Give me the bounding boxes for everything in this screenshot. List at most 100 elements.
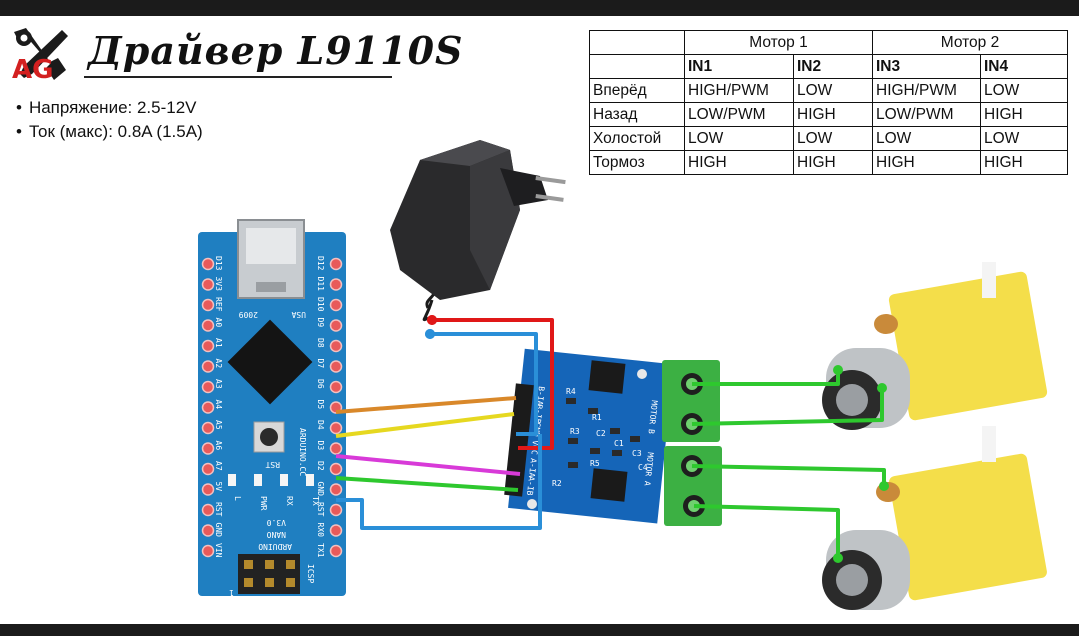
pin-pad — [329, 462, 343, 476]
pin-label: D11 — [316, 277, 325, 292]
pin-label: REF — [214, 297, 223, 312]
row-label: Холостой — [589, 126, 685, 151]
truth-table-corner-2 — [589, 54, 685, 79]
pin-label: A6 — [214, 441, 223, 451]
label-one: 1 — [229, 588, 234, 597]
pin-pad — [329, 319, 343, 332]
pin-pad — [201, 298, 215, 312]
label-led-tx: TX — [311, 496, 320, 506]
table-cell: LOW — [793, 78, 873, 103]
wires — [335, 318, 886, 558]
spec-list: Напряжение: 2.5-12V Ток (макс): 0.8A (1.… — [16, 98, 203, 146]
group-motor-1: Мотор 1 — [684, 30, 873, 55]
motor-2 — [822, 426, 1047, 610]
page-title: Драйвер L9110S — [88, 28, 464, 73]
wire-motor-a-1 — [691, 464, 886, 486]
ag-logo: AG — [12, 28, 68, 84]
table-cell: HIGH — [980, 150, 1068, 175]
pin-pad — [201, 360, 215, 373]
terminal-block-motor-a — [664, 446, 722, 526]
pin-label: A0 — [214, 318, 223, 328]
silk-r5: R5 — [590, 459, 600, 468]
label-led-l: L — [233, 496, 242, 501]
pin-pad — [201, 483, 215, 496]
table-cell: HIGH — [684, 150, 794, 175]
pin-pad — [201, 319, 215, 332]
row-label: Назад — [589, 102, 685, 127]
label-name2: ARDUINO — [258, 542, 292, 551]
row-label: Тормоз — [589, 150, 685, 175]
terminal-block-motor-b — [662, 360, 720, 442]
pin-pad — [201, 257, 215, 271]
pin-pad — [201, 421, 215, 435]
label-version: V3.0 — [267, 518, 286, 527]
silk-c4: C4 — [638, 463, 648, 472]
motor-b-label: MOTOR B — [646, 400, 658, 435]
table-row: Назад LOW/PWM HIGH LOW/PWM HIGH — [589, 102, 1068, 127]
wire-endpoints — [425, 315, 889, 563]
pin-label: TX1 — [316, 543, 325, 558]
silk-c3: C3 — [632, 449, 642, 458]
pin-in2: IN2 — [793, 54, 873, 79]
pin-label: D2 — [316, 461, 325, 471]
silk-r1: R1 — [592, 413, 602, 422]
silk-r4: R4 — [566, 387, 576, 396]
pin-label: A3 — [214, 379, 223, 389]
pin-pad — [201, 524, 215, 537]
pin-pad — [329, 339, 343, 353]
pin-label: D8 — [316, 338, 325, 348]
table-cell: HIGH/PWM — [684, 78, 794, 103]
pin-pad — [329, 360, 343, 373]
pin-label: D5 — [316, 400, 325, 410]
table-cell: LOW — [980, 126, 1068, 151]
pin-pad — [329, 278, 343, 291]
silk-c1: C1 — [614, 439, 624, 448]
pin-pad — [329, 483, 343, 496]
pin-pad — [201, 503, 215, 517]
logo-text: AG — [12, 55, 53, 84]
pin-label: D4 — [316, 420, 325, 430]
label-name1: NANO — [267, 530, 286, 539]
driver-pin-label: A-IA — [527, 458, 538, 478]
row-label: Вперёд — [589, 78, 685, 103]
wire-d5-to-bia — [335, 396, 517, 414]
truth-table-group-row: Мотор 1 Мотор 2 — [589, 30, 1068, 55]
pin-pad — [201, 442, 215, 455]
table-row: Тормоз HIGH HIGH HIGH HIGH — [589, 150, 1068, 175]
wire-d3-to-aia — [335, 454, 521, 476]
pin-label: RST — [316, 502, 325, 517]
spec-voltage: Напряжение: 2.5-12V — [16, 98, 203, 118]
pin-label: GND — [214, 523, 223, 538]
table-row: Холостой LOW LOW LOW LOW — [589, 126, 1068, 151]
wire-d2-to-aib — [335, 476, 519, 492]
pin-label: GND — [316, 482, 325, 497]
pin-pad — [329, 298, 343, 312]
wire-motor-a-2 — [693, 504, 840, 558]
wire-d4-to-bib — [335, 412, 515, 438]
pin-label: RX0 — [316, 523, 325, 538]
pin-pad — [329, 442, 343, 455]
pin-pad — [201, 339, 215, 353]
wire-motor-b-2 — [691, 388, 884, 426]
pin-label: D3 — [316, 441, 325, 451]
pin-pad — [329, 380, 343, 394]
label-brand: ARDUINO.CC — [298, 428, 307, 476]
pin-label: D7 — [316, 359, 325, 369]
truth-table-pin-row: IN1 IN2 IN3 IN4 — [589, 54, 1068, 79]
pin-label: D12 — [316, 256, 325, 271]
label-icsp: ICSP — [306, 564, 315, 583]
pin-pad — [329, 257, 343, 271]
spec-current: Ток (макс): 0.8A (1.5A) — [16, 122, 203, 142]
label-usa: USA — [291, 310, 306, 319]
pin-pad — [201, 380, 215, 394]
arduino-silkscreen: 2009 USA RST ARDUINO.CC L PWR RX TX V3.0… — [229, 310, 320, 597]
label-year: 2009 — [239, 310, 258, 319]
pin-pad — [329, 421, 343, 435]
label-led-rx: RX — [285, 496, 294, 506]
motor-1 — [822, 262, 1048, 430]
pin-label: A4 — [214, 400, 223, 410]
wire-power-negative — [430, 332, 538, 436]
pin-in1: IN1 — [684, 54, 794, 79]
